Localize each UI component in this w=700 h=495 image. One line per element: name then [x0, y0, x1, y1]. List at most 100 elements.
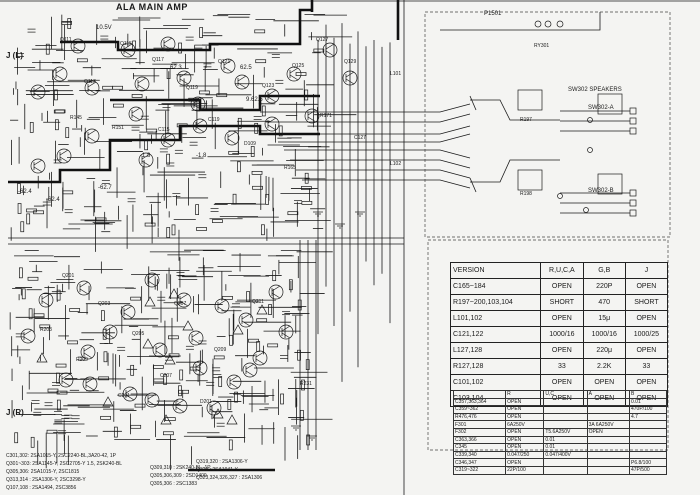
- transistor-symbol: [264, 116, 280, 132]
- component-ref: D109: [244, 141, 256, 147]
- component-ref: R151: [112, 125, 124, 131]
- transistor-emitter: [241, 320, 251, 327]
- transistor-body: [206, 400, 222, 416]
- transistor-body: [138, 152, 154, 168]
- transistor-collector: [55, 67, 65, 74]
- safety-mark-icon: [256, 304, 268, 315]
- bus-wire: [278, 133, 471, 143]
- transistor-body: [342, 70, 358, 86]
- transistor-emitter: [223, 66, 233, 73]
- transistor-body: [192, 118, 208, 134]
- transistor-collector: [195, 119, 205, 126]
- table-cell: OPEN: [505, 443, 545, 452]
- speaker-wire: [440, 12, 601, 31]
- safety-mark-icon: [164, 354, 176, 365]
- section-title: ALA MAIN AMP: [116, 2, 188, 12]
- resistor-symbol: [213, 355, 225, 360]
- transistor-symbol: [120, 42, 136, 58]
- transistor-body: [56, 148, 72, 164]
- table-cell: OPEN: [624, 374, 669, 391]
- transistor-body: [160, 132, 176, 148]
- resistor-symbol: [33, 210, 44, 215]
- transistor-emitter: [179, 78, 189, 85]
- power-trace: [110, 94, 320, 112]
- safety-mark-icon: [232, 324, 244, 335]
- component-ref: C119: [208, 117, 220, 123]
- safety-mark-icon: [168, 288, 180, 299]
- transistor-symbol: [160, 132, 176, 148]
- component-ref: D201: [200, 399, 212, 405]
- transistor-collector: [73, 39, 83, 46]
- table-cell: [543, 458, 588, 467]
- transistor-collector: [123, 43, 133, 50]
- component-ref: L102: [390, 161, 402, 167]
- resistor-symbol: [95, 217, 107, 222]
- transistor-emitter: [227, 138, 237, 145]
- table-cell: 0.01: [543, 435, 588, 445]
- resistor-symbol: [237, 161, 241, 173]
- relay-contact-icon: [544, 20, 552, 28]
- resistor-symbol: [178, 389, 189, 394]
- table-cell: [586, 405, 631, 414]
- resistor-symbol: [164, 417, 176, 421]
- transistor-symbol: [52, 66, 68, 82]
- transistor-collector: [193, 97, 203, 104]
- transistor-body: [304, 108, 320, 124]
- table-cell: F302: [452, 427, 507, 437]
- resistor-symbol: [168, 335, 179, 340]
- resistor-symbol: [17, 183, 21, 194]
- rail-voltage-label: 10.5V: [96, 25, 112, 31]
- component-ref: L101: [390, 71, 402, 77]
- transistor-collector: [289, 67, 299, 74]
- transistor-emitter: [147, 400, 157, 407]
- transistor-collector: [267, 89, 277, 96]
- transistor-collector: [281, 325, 291, 332]
- table-cell: 0.01: [543, 443, 588, 452]
- resistor-symbol: [252, 185, 263, 190]
- resistor-symbol: [199, 90, 210, 95]
- table-cell: 22P/100: [505, 465, 545, 475]
- component-ref: R209: [76, 357, 88, 363]
- component-ref: Q115: [120, 41, 132, 47]
- transistor-body: [84, 80, 100, 96]
- component-ref: Q117: [152, 57, 164, 63]
- resistor-symbol: [112, 85, 123, 90]
- connector-ref-label: P1501: [484, 11, 502, 17]
- relay-contact-icon: [534, 20, 542, 28]
- transistor-collector: [209, 401, 219, 408]
- transistor-body: [152, 342, 168, 358]
- resistor-symbol: [228, 439, 233, 451]
- bus-wire: [296, 169, 471, 179]
- component-ref: Q113: [84, 79, 96, 85]
- transistor-body: [122, 386, 138, 402]
- speaker-terminal: [629, 127, 637, 135]
- transistor-emitter: [123, 312, 133, 319]
- part-note: Q305,306 : 2SC1383: [150, 481, 197, 487]
- resistor-symbol: [163, 431, 174, 436]
- transistor-symbol: [206, 400, 222, 416]
- transistor-body: [286, 66, 302, 82]
- switch-contact-icon: [557, 193, 563, 199]
- table-cell: 220P: [582, 278, 626, 295]
- transistor-collector: [155, 343, 165, 350]
- speaker-terminal: [629, 107, 637, 115]
- transistor-collector: [41, 293, 51, 300]
- resistor-symbol: [305, 359, 310, 370]
- table-cell: L127,128: [449, 342, 542, 359]
- power-trace: [60, 8, 312, 52]
- resistor-symbol: [196, 227, 207, 231]
- table-cell: 0.01: [629, 397, 667, 407]
- transistor-body: [30, 84, 46, 100]
- table-cell: C101,102: [449, 374, 542, 391]
- transistor-collector: [229, 375, 239, 382]
- resistor-symbol: [301, 201, 313, 205]
- resistor-symbol: [171, 224, 176, 236]
- transistor-emitter: [237, 82, 247, 89]
- resistor-symbol: [313, 48, 325, 53]
- resistor-symbol: [295, 72, 307, 76]
